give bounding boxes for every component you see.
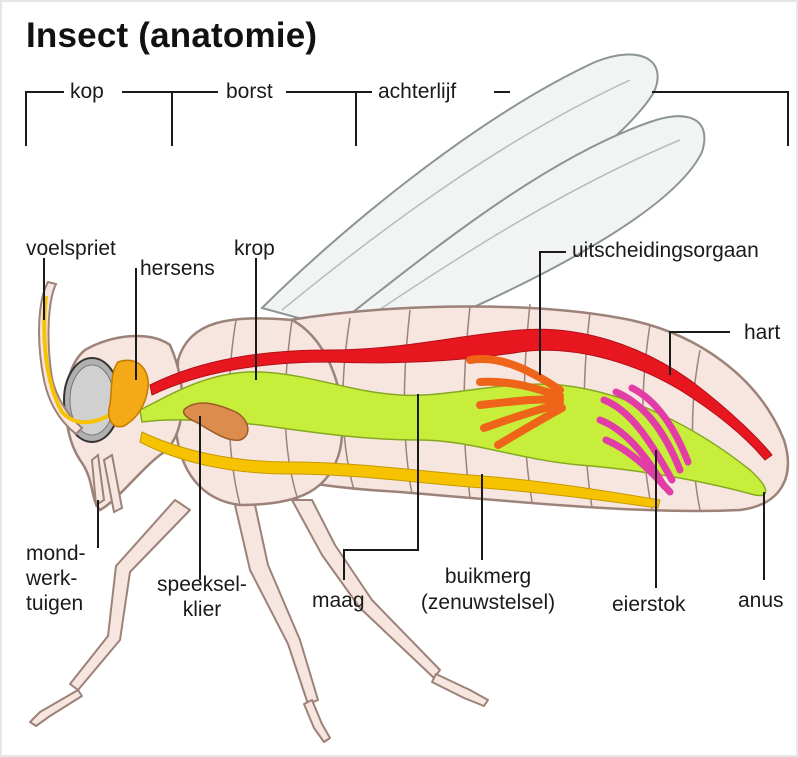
label-mouthparts-3: tuigen [26, 593, 83, 615]
label-antenna: voelspriet [26, 238, 116, 260]
label-abdomen: achterlijf [378, 81, 456, 103]
label-salivary-1: speeksel- [142, 574, 262, 596]
label-mouthparts-2: werk- [26, 568, 77, 590]
leg-hind-foot [432, 674, 488, 706]
label-head: kop [70, 81, 104, 103]
label-crop: krop [234, 238, 275, 260]
label-ovary: eierstok [612, 594, 686, 616]
label-brain: hersens [140, 258, 215, 280]
label-thorax: borst [226, 81, 273, 103]
label-heart: hart [744, 322, 780, 344]
label-nerve-2: (zenuwstelsel) [400, 592, 576, 614]
bracket-head [26, 92, 64, 146]
diagram-title: Insect (anatomie) [26, 16, 317, 56]
label-salivary-2: klier [142, 599, 262, 621]
label-mouthparts-1: mond- [26, 543, 86, 565]
leg-front-foot [30, 690, 82, 726]
label-nerve-1: buikmerg [408, 566, 568, 588]
label-anus: anus [738, 590, 784, 612]
label-excretory: uitscheidingsorgaan [572, 240, 759, 262]
label-stomach: maag [312, 590, 365, 612]
wings [262, 54, 704, 332]
leg-mid-foot [304, 700, 330, 742]
